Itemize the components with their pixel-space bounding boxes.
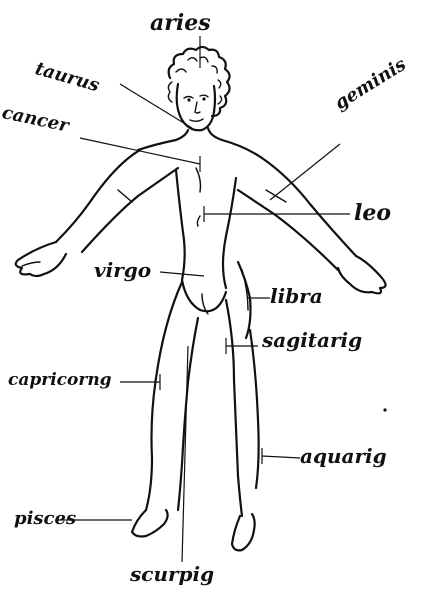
right-leg — [226, 300, 259, 550]
hips — [182, 280, 226, 314]
pointer-leo — [204, 206, 350, 222]
label-scorpius: scurpig — [130, 564, 214, 584]
label-capricornus: capricorng — [8, 372, 112, 389]
label-aries: aries — [150, 12, 211, 34]
label-libra: libra — [270, 286, 323, 306]
label-aquarius: aquarig — [300, 446, 387, 466]
pointer-taurus — [120, 84, 192, 128]
head — [177, 84, 215, 130]
pointer-aquarius — [262, 448, 300, 464]
ink-dot — [383, 408, 386, 411]
label-pisces: pisces — [14, 510, 76, 528]
label-virgo: virgo — [94, 260, 151, 280]
label-leo: leo — [354, 202, 391, 224]
label-sagitarius: sagitarig — [262, 330, 362, 350]
pointer-cancer — [80, 138, 200, 172]
left-leg — [132, 282, 198, 537]
